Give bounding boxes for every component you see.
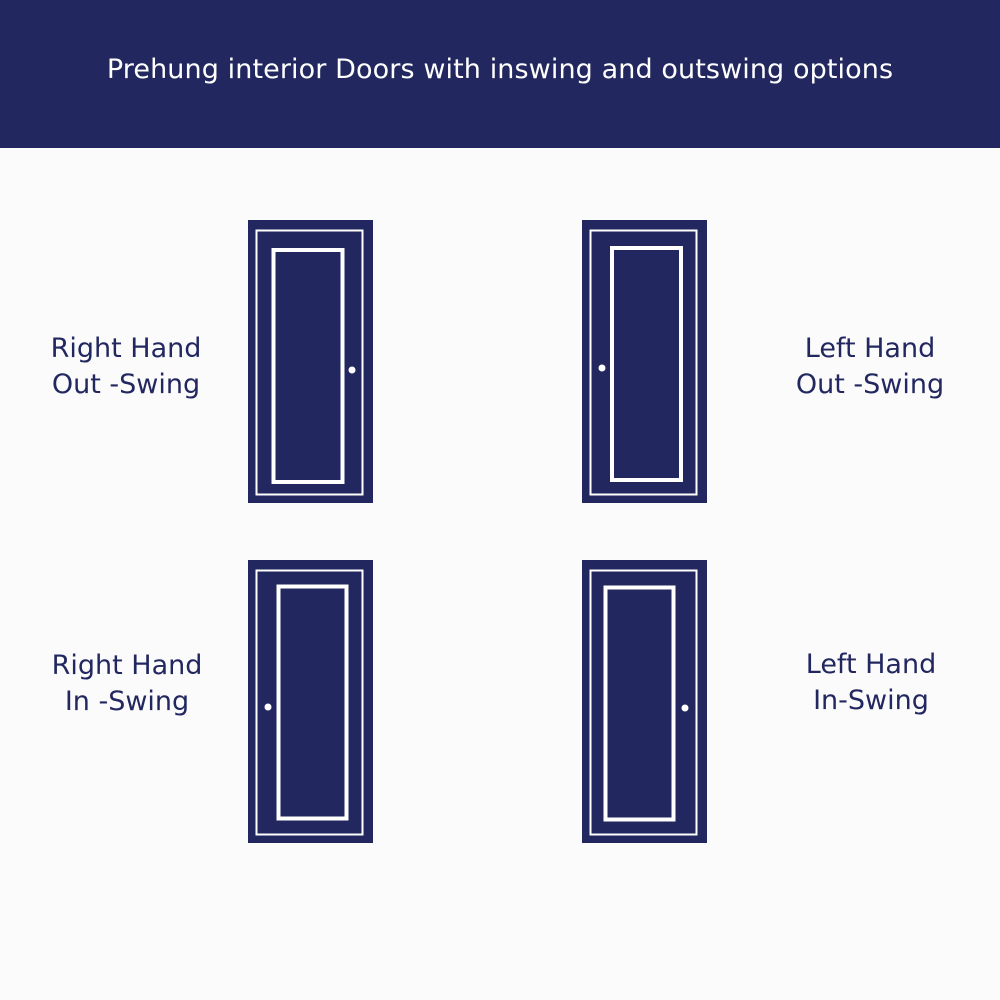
door-label-line-2: Out -Swing bbox=[795, 369, 945, 400]
door-left-hand-out-swing bbox=[582, 220, 707, 503]
door-knob bbox=[264, 703, 272, 711]
door-graphic bbox=[582, 560, 707, 843]
door-graphic bbox=[248, 220, 373, 503]
door-label-line-2: In -Swing bbox=[64, 686, 190, 717]
door-right-hand-in-swing bbox=[248, 560, 373, 843]
door-label-line-1: Right Hand bbox=[50, 333, 202, 364]
door-knob bbox=[598, 364, 606, 372]
door-label-line-2: In-Swing bbox=[813, 685, 929, 716]
door-graphic bbox=[582, 220, 707, 503]
door-label-line-1: Right Hand bbox=[51, 650, 203, 681]
page-title: Prehung interior Doors with inswing and … bbox=[106, 54, 894, 85]
door-label-left-hand-in-swing: Left Hand In-Swing bbox=[741, 647, 1000, 719]
door-label-line-1: Left Hand bbox=[805, 649, 937, 680]
door-label-right-hand-out-swing: Right Hand Out -Swing bbox=[0, 331, 256, 403]
door-label-left-hand-out-swing: Left Hand Out -Swing bbox=[740, 331, 1000, 403]
door-knob bbox=[681, 704, 689, 712]
door-left-hand-in-swing bbox=[582, 560, 707, 843]
door-knob bbox=[348, 366, 356, 374]
door-label-line-2: Out -Swing bbox=[51, 369, 201, 400]
door-graphic bbox=[248, 560, 373, 843]
door-right-hand-out-swing bbox=[248, 220, 373, 503]
door-label-right-hand-in-swing: Right Hand In -Swing bbox=[0, 648, 257, 720]
title-banner: Prehung interior Doors with inswing and … bbox=[0, 0, 1000, 148]
door-label-line-1: Left Hand bbox=[804, 333, 936, 364]
